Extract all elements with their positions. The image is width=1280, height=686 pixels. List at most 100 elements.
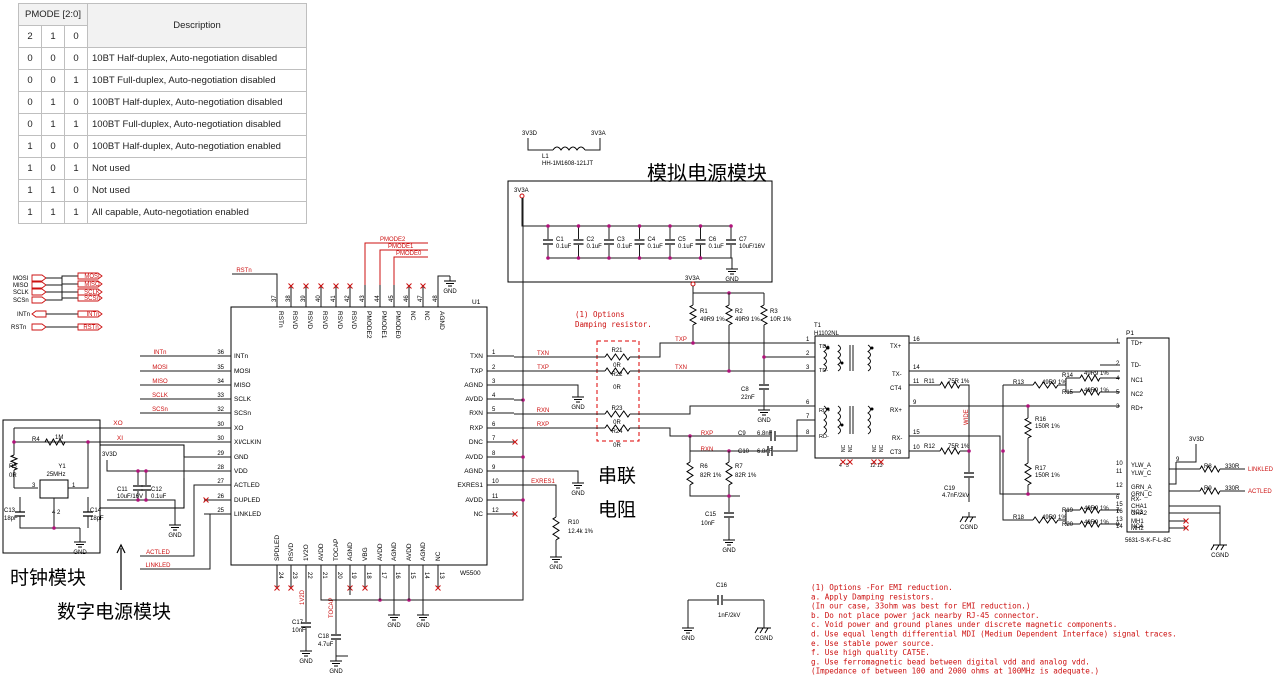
cap-value: 10nF	[292, 628, 306, 634]
pin-name: TX+	[890, 344, 902, 350]
chip-part: W5500	[460, 570, 481, 577]
cap-ref: C18	[318, 634, 330, 640]
capacitor	[634, 239, 645, 245]
resistor	[724, 304, 734, 326]
port-flag	[31, 296, 47, 304]
port-flag	[77, 288, 103, 296]
pin-name: GRN_A	[1131, 485, 1152, 491]
no-connect-mark	[512, 511, 518, 517]
pin-number: 34	[217, 379, 224, 385]
pin-name: TXP	[470, 368, 483, 375]
cap-ref: C9	[738, 431, 746, 437]
clock-module-box	[2, 419, 101, 554]
port-flag	[31, 323, 47, 331]
pin-number: 8	[492, 451, 496, 457]
wire	[140, 513, 211, 570]
resistor-value: 330R	[1225, 464, 1240, 470]
pin-name: MOSI	[234, 368, 251, 375]
resistor-ref: R14	[1062, 373, 1074, 379]
cap-ref: C6	[709, 237, 717, 243]
capacitor	[726, 239, 736, 245]
transformer-coil	[867, 344, 871, 372]
wire	[46, 277, 78, 299]
wire	[140, 484, 204, 557]
analog-rail-label: 3V3A	[514, 188, 529, 194]
junction-dot	[607, 256, 611, 260]
pin-number: 14	[913, 365, 920, 371]
resistor-ref: R12	[924, 444, 936, 450]
capacitor	[717, 595, 723, 605]
cap-value: 0.1uF	[151, 494, 167, 500]
pin-number: 6	[806, 400, 810, 406]
resistor-value: 0R	[613, 420, 621, 426]
pin-number: 43	[360, 295, 366, 302]
pin-number: 15	[409, 572, 415, 579]
resistor-ref: R6	[700, 464, 708, 470]
net-label: RSTn	[236, 268, 251, 274]
wire	[1169, 462, 1177, 485]
pin-number: 39	[301, 295, 307, 302]
wire	[630, 342, 806, 358]
pin-name: MH1	[1131, 519, 1144, 525]
pin-name: NC	[879, 444, 885, 452]
ground-symbol	[682, 627, 694, 634]
port-name: RSTn	[11, 325, 26, 331]
cap-value: 10uF/16V	[117, 494, 143, 500]
no-connect-mark	[878, 459, 884, 465]
junction-dot	[546, 256, 550, 260]
wire	[379, 249, 428, 285]
wire	[527, 138, 553, 151]
ground-symbol	[572, 396, 584, 403]
net-label: RXP	[701, 431, 713, 437]
cap-value: 0.1uF	[709, 244, 725, 250]
cap-value: 4.7uF	[318, 642, 334, 648]
rail-label: 3V3D	[1189, 437, 1205, 443]
pin-number: 5	[846, 463, 849, 469]
junction-dot	[1001, 449, 1005, 453]
pin-number: 10	[913, 445, 920, 451]
pin-name: AGND	[420, 542, 427, 561]
no-connect-mark	[1183, 518, 1189, 524]
pin-number: 7	[806, 414, 810, 420]
pin-name: TOCAP	[333, 539, 340, 561]
pin-name: RSVD	[336, 311, 343, 329]
no-connect-mark	[840, 459, 846, 465]
no-connect-mark	[203, 497, 209, 503]
wire	[514, 470, 579, 478]
pin-number: 15	[1116, 502, 1123, 508]
port-label: RSTn	[83, 325, 98, 331]
resistor-ref: R21	[611, 348, 623, 354]
resistor-ref: R22	[611, 372, 623, 378]
pin-number: 3	[32, 483, 36, 489]
wire	[960, 384, 970, 472]
ground-label: GND	[443, 289, 457, 295]
no-connect-mark	[435, 585, 441, 591]
pin-number: 8	[1116, 522, 1120, 528]
pin-name: RXN	[469, 410, 483, 417]
pin-number: 45	[389, 295, 395, 302]
resistor-value: 49R9 1%	[1042, 515, 1067, 521]
net-label: RXN	[537, 408, 550, 414]
resistor	[688, 304, 698, 326]
pin-name: NC	[435, 551, 442, 561]
resistor	[1079, 387, 1101, 397]
ground-label: GND	[168, 533, 182, 539]
pin-name: NC	[848, 444, 854, 452]
resistor-value: 1M	[55, 435, 63, 441]
resistor	[725, 461, 733, 486]
pin-number: 36	[217, 350, 224, 356]
net-label: LINKLED	[1248, 467, 1274, 473]
cap-value: 10uF/16V	[739, 244, 765, 250]
resistor	[1023, 417, 1033, 439]
port-flag	[77, 323, 103, 331]
junction-dot	[637, 224, 642, 228]
junction-dot	[144, 469, 148, 473]
pin-number: 21	[321, 572, 327, 579]
resistor	[44, 437, 66, 447]
pin-number: 3	[1116, 404, 1120, 410]
resistor	[604, 410, 631, 418]
pin-name: NC	[841, 444, 847, 452]
pin-number: 16	[913, 337, 920, 343]
wire	[1169, 505, 1221, 540]
